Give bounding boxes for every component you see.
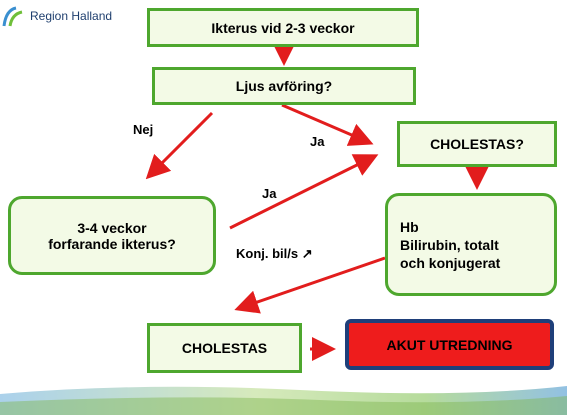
node-stool-question: Ljus avföring? bbox=[152, 67, 416, 105]
logo-text: Region Halland bbox=[30, 9, 113, 23]
edge-label-yes-mid: Ja bbox=[262, 186, 277, 201]
arrow-labs-to-cholestasis bbox=[234, 256, 386, 314]
edge-label-yes-top: Ja bbox=[310, 134, 325, 149]
edge-label-conj-bil: Konj. bil/s ↗ bbox=[236, 246, 313, 261]
edge-label-no: Nej bbox=[133, 122, 154, 137]
node-persisting-jaundice: 3-4 veckor forfarande ikterus? bbox=[8, 196, 216, 275]
node-urgent-investigation: AKUT UTREDNING bbox=[345, 319, 554, 370]
halland-logo-icon bbox=[2, 6, 23, 27]
node-lab-tests: Hb Bilirubin, totalt och konjugerat bbox=[385, 193, 557, 296]
node-start: Ikterus vid 2-3 veckor bbox=[147, 8, 419, 47]
arrow-stool-to-persisting bbox=[145, 111, 214, 180]
logo: Region Halland bbox=[2, 3, 112, 29]
arrow-stool-to-cholestasis-q bbox=[281, 103, 374, 146]
arrow-persisting-to-cholestasis-q bbox=[229, 154, 379, 230]
node-cholestasis: CHOLESTAS bbox=[147, 323, 302, 373]
node-cholestasis-question: CHOLESTAS? bbox=[397, 121, 557, 167]
